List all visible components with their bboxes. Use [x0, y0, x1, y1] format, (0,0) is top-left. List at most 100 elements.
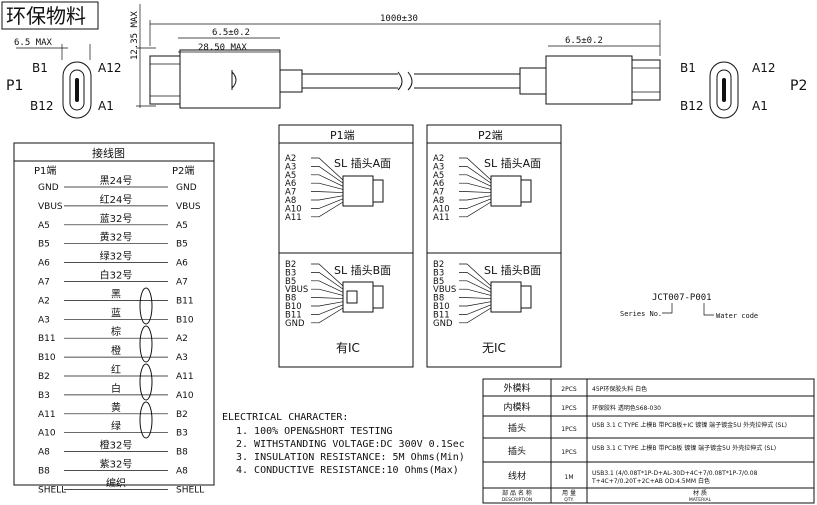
pin-wire: [311, 263, 344, 287]
pin-label: A7: [285, 188, 296, 198]
wire-right-pin: VBUS: [176, 202, 201, 212]
wire-color: 黄: [111, 401, 121, 414]
wire-color: 蓝: [111, 307, 121, 319]
pin-wire: [311, 272, 344, 290]
wire-color: 白: [111, 382, 121, 395]
wire-color: 橙32号: [100, 439, 133, 452]
wire-right-pin: B11: [176, 296, 194, 306]
code-callout: JCT007-P001 Series No. Water code: [620, 293, 758, 320]
pair-ellipse: [139, 325, 153, 363]
wire-right-pin: B5: [176, 240, 188, 250]
p1-label: P1: [6, 78, 23, 94]
bom-qty: 2PCS: [561, 386, 577, 393]
plug-body: [490, 281, 522, 313]
pin-label: A3: [285, 162, 296, 172]
right-plug-metal: [631, 59, 661, 101]
pin-wire: [311, 201, 344, 218]
wiring-left-head: P1端: [34, 164, 56, 177]
pin-label: B10: [433, 302, 450, 312]
pin-label: A8: [433, 196, 444, 206]
p1-a1: A1: [98, 99, 114, 113]
wiring-title: 接线图: [92, 146, 125, 160]
p1-plug-outline: [62, 61, 92, 119]
p2-box-title: P2端: [478, 129, 503, 142]
wire-left-pin: A8: [38, 448, 50, 458]
pin-wire: [311, 157, 344, 181]
p2-label: P2: [790, 78, 807, 94]
wire-left-pin: B2: [38, 372, 50, 382]
pin-label: B2: [285, 260, 296, 270]
wire-left-pin: A11: [38, 410, 56, 420]
dim-65-right: 6.5±0.2: [565, 36, 603, 46]
electrical-item: 4. CONDUCTIVE RESISTANCE:10 Ohms(Max): [236, 465, 459, 476]
plug-tip: [372, 179, 384, 203]
wiring-diagram: 接线图 P1端 P2端 GND黑24号GNDVBUS红24号VBUSA5蓝32号…: [13, 142, 215, 495]
wire-left-pin: B3: [38, 391, 50, 401]
pin-label: A11: [433, 213, 450, 223]
wire-color: 黄32号: [100, 231, 133, 244]
code-serial: Series No.: [620, 310, 662, 318]
pin-wire: [459, 288, 492, 296]
pin-label: B8: [433, 294, 444, 304]
pin-label: VBUS: [433, 285, 456, 295]
bom-footer-name-en: DESCRIPTION: [502, 497, 532, 503]
pin-wire: [311, 301, 344, 307]
wire-right-pin: A5: [176, 221, 188, 231]
code-water: Water code: [716, 312, 758, 320]
pin-label: A2: [285, 154, 296, 164]
bom-footer-name: 部 品 名 称: [502, 489, 532, 497]
wire-right-pin: B3: [176, 429, 188, 439]
wire-left-pin: VBUS: [38, 202, 63, 212]
bom-footer-qty: 用 量: [562, 490, 576, 497]
wire-right-pin: B10: [176, 315, 194, 325]
pin-wire: [459, 157, 492, 181]
wire-right-pin: GND: [176, 183, 197, 193]
pair-ellipse: [139, 401, 153, 439]
plug-tip: [372, 285, 384, 309]
wire-left-pin: B5: [38, 240, 50, 250]
wiring-right-head: P2端: [172, 164, 194, 177]
wire-color: 棕: [111, 325, 121, 338]
wire-right-pin: B8: [176, 448, 188, 458]
p2-tongue: [722, 78, 726, 102]
bom-qty: 1PCS: [561, 449, 577, 456]
pin-wire: [459, 307, 492, 324]
pin-label: A8: [285, 196, 296, 206]
ic-chip: [346, 290, 358, 304]
p2-connection-box: P2端 SL 插头A面 SL 插头B面 无IC A2A3A5A6A7A8A10A…: [426, 124, 562, 368]
pin-label: A10: [433, 204, 450, 214]
wire-left-pin: GND: [38, 183, 59, 193]
p1-a12: A12: [98, 61, 121, 75]
wire-color: 红: [111, 363, 121, 376]
pin-wire: [311, 304, 344, 315]
p2-b-face-label: SL 插头B面: [484, 263, 541, 277]
wire-right-pin: A10: [176, 391, 194, 401]
p2-a1: A1: [752, 99, 768, 113]
wire-left-pin: A10: [38, 429, 56, 439]
wire-right-pin: B2: [176, 410, 188, 420]
pin-wire: [311, 182, 344, 190]
pin-wire: [311, 297, 344, 299]
dim-2850: 28.50 MAX: [198, 43, 247, 53]
pin-label: GND: [285, 319, 305, 329]
bom-footer-mat-en: MATERIAL: [689, 497, 712, 503]
pin-label: B11: [285, 310, 302, 320]
wire-left-pin: A3: [38, 315, 50, 325]
plug-tip: [520, 179, 532, 203]
right-overmold: [545, 55, 633, 105]
code-value: JCT007-P001: [652, 293, 712, 303]
wire-color: 绿32号: [100, 250, 133, 263]
wire-left-pin: SHELL: [38, 485, 66, 495]
pin-wire: [459, 195, 492, 201]
pin-wire: [311, 174, 344, 187]
pin-wire: [459, 182, 492, 190]
wire-left-pin: A7: [38, 278, 50, 288]
wire-right-pin: A11: [176, 372, 194, 382]
pin-label: A7: [433, 188, 444, 198]
pin-wire: [459, 174, 492, 187]
p1-front-view: 6.5 MAX P1 B1 A12 B12 A1: [6, 38, 121, 119]
pin-label: B3: [433, 268, 444, 278]
pin-wire: [311, 280, 344, 293]
pin-wire: [459, 301, 492, 307]
dim-height: 12.35 MAX: [130, 11, 140, 60]
